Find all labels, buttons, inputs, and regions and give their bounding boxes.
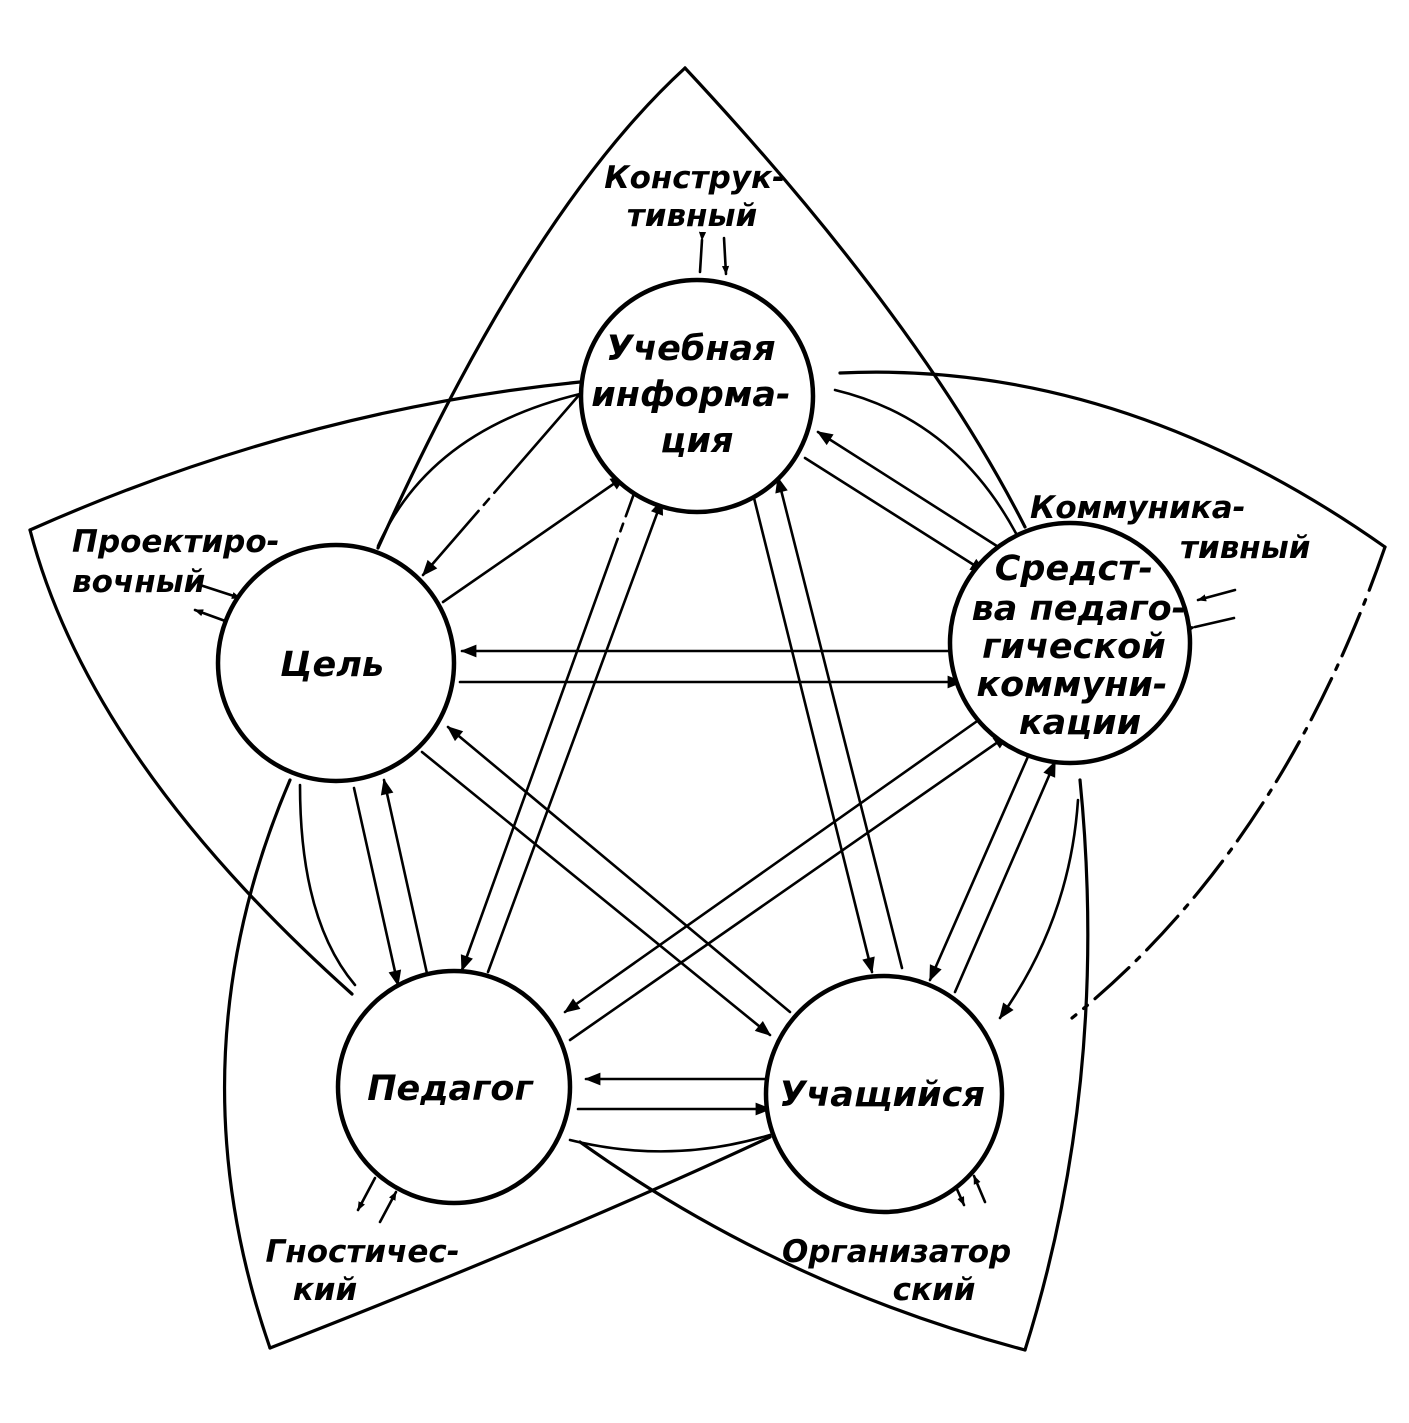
label-gnostic: Гностичес- кий (266, 1234, 471, 1308)
label-constructive: Конструк- тивный (604, 160, 796, 234)
arrows-info-teacher (460, 486, 664, 974)
arrows-means-teacher (563, 710, 1010, 1042)
arrows-goal-student (420, 725, 792, 1037)
arrows-goal-info (421, 385, 627, 604)
inner-connections (298, 388, 1080, 1153)
node-teacher: Педагог (335, 968, 573, 1206)
label-design: Проектиро- вочный (72, 524, 290, 600)
node-means: Средст- ва педаго- гической коммуни- кац… (947, 520, 1199, 766)
label-communicative: Коммуника- тивный (1030, 490, 1310, 566)
node-info: Учебная информа- ция (578, 277, 816, 515)
arrows-goal-teacher (352, 778, 430, 987)
svg-text:Конструк- тивный: Конструк- тивный (604, 160, 796, 234)
arrows-goal-means (458, 644, 964, 689)
arrows-info-means (803, 430, 1002, 574)
node-student: Учащийся (763, 973, 1005, 1215)
svg-text:Организатор ский: Организатор ский (782, 1234, 1022, 1308)
svg-text:Учащийся: Учащийся (779, 1075, 985, 1115)
svg-text:Средст- ва педаго-: Средст- ва педаго- гической коммуни- кац… (972, 549, 1199, 743)
svg-text:Педагог: Педагог (367, 1069, 534, 1109)
label-organizational: Организатор ский (782, 1234, 1022, 1308)
svg-text:Учебная информа- ц: Учебная информа- ция (591, 329, 802, 461)
svg-text:Коммуника- тивный: Коммуника- тивный (1030, 490, 1310, 566)
arrows-means-student (928, 750, 1057, 994)
outer-star-outline (28, 66, 1387, 1352)
node-goal: Цель (215, 542, 457, 784)
arrows-teacher-student (576, 1072, 774, 1116)
svg-text:Цель: Цель (280, 645, 384, 685)
arrows-info-student (750, 476, 904, 974)
svg-text:Проектиро- вочный: Проектиро- вочный (72, 524, 290, 600)
svg-text:Гностичес- кий: Гностичес- кий (266, 1234, 471, 1308)
